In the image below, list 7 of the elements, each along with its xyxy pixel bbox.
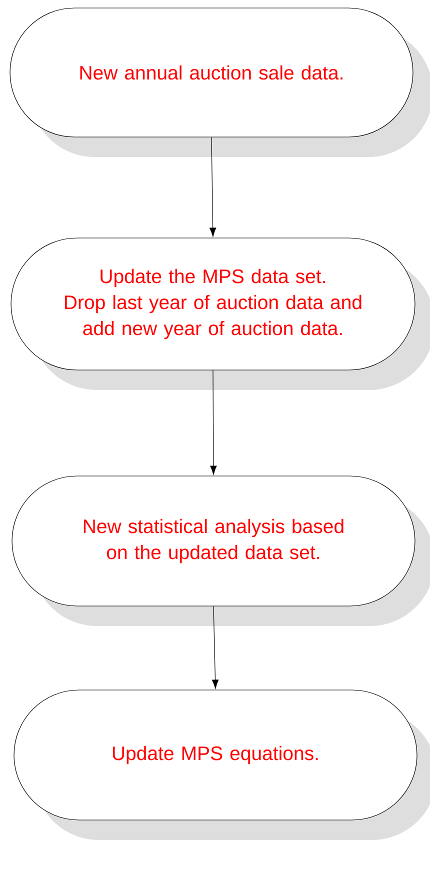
arrow (210, 370, 217, 475)
rounded-box: Update MPS equations. (14, 690, 430, 840)
rounded-box: Update the MPS data set. Drop last year of auction data and add new year of auction data. (10, 238, 430, 390)
rounded-box: New annual auction sale data. (10, 8, 430, 157)
arrow (212, 606, 219, 689)
rounded-box: New statistical analysis based on the updated data set. (12, 476, 430, 626)
arrow (210, 137, 216, 237)
